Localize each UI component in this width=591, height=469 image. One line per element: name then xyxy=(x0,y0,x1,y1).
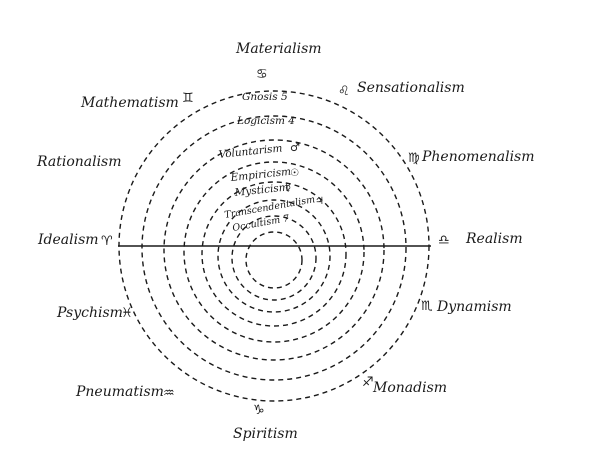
label-sensationalism: Sensationalism xyxy=(357,80,465,96)
label-phenomenalism: Phenomenalism xyxy=(421,149,535,165)
mercury-icon: ☿ xyxy=(285,183,291,194)
label-pneumatism: Pneumatism xyxy=(75,384,164,400)
label-idealism: Idealism xyxy=(37,232,99,248)
mars-icon: ♂ xyxy=(290,141,300,154)
label-gnosis: Gnosis 5 xyxy=(242,91,288,103)
label-mysticism-group: Mysticism ☿ xyxy=(233,181,291,199)
sagittarius-icon: ♐ xyxy=(362,375,374,390)
cancer-icon: ♋ xyxy=(256,67,268,82)
libra-icon: ♎ xyxy=(438,233,450,248)
label-spiritism: Spiritism xyxy=(233,426,298,442)
leo-icon: ♌ xyxy=(338,84,350,99)
sun-icon: ☉ xyxy=(290,168,299,179)
ring-6 xyxy=(217,199,331,313)
label-mathematism: Mathematism xyxy=(80,95,179,111)
virgo-icon: ♍ xyxy=(408,151,420,166)
label-psychism: Psychism xyxy=(56,305,123,321)
scorpio-icon: ♏ xyxy=(421,299,433,314)
label-rationalism: Rationalism xyxy=(36,154,122,170)
gemini-icon: ♊ xyxy=(182,91,194,106)
label-mysticism: Mysticism xyxy=(233,181,289,199)
ring-3 xyxy=(163,139,385,361)
label-monadism: Monadism xyxy=(372,380,447,396)
jupiter-icon: ♃ xyxy=(315,196,324,207)
ring-5 xyxy=(201,181,347,327)
label-voluntarism-group: Voluntarism ♂ xyxy=(218,141,300,161)
aquarius-icon: ♒ xyxy=(163,386,175,401)
aries-icon: ♈ xyxy=(101,234,113,249)
pisces-icon: ♓ xyxy=(121,306,133,321)
label-dynamism: Dynamism xyxy=(436,299,512,315)
concentric-rings xyxy=(118,90,430,402)
label-logicism: Logicism 4 xyxy=(236,115,295,127)
ring-2 xyxy=(141,115,407,381)
label-realism: Realism xyxy=(465,231,523,247)
label-materialism: Materialism xyxy=(235,41,322,57)
label-voluntarism: Voluntarism xyxy=(218,142,283,161)
capricorn-icon: ♑ xyxy=(253,403,265,418)
ring-8 xyxy=(245,231,303,289)
ring-7 xyxy=(231,215,317,301)
ring-4 xyxy=(183,161,365,343)
